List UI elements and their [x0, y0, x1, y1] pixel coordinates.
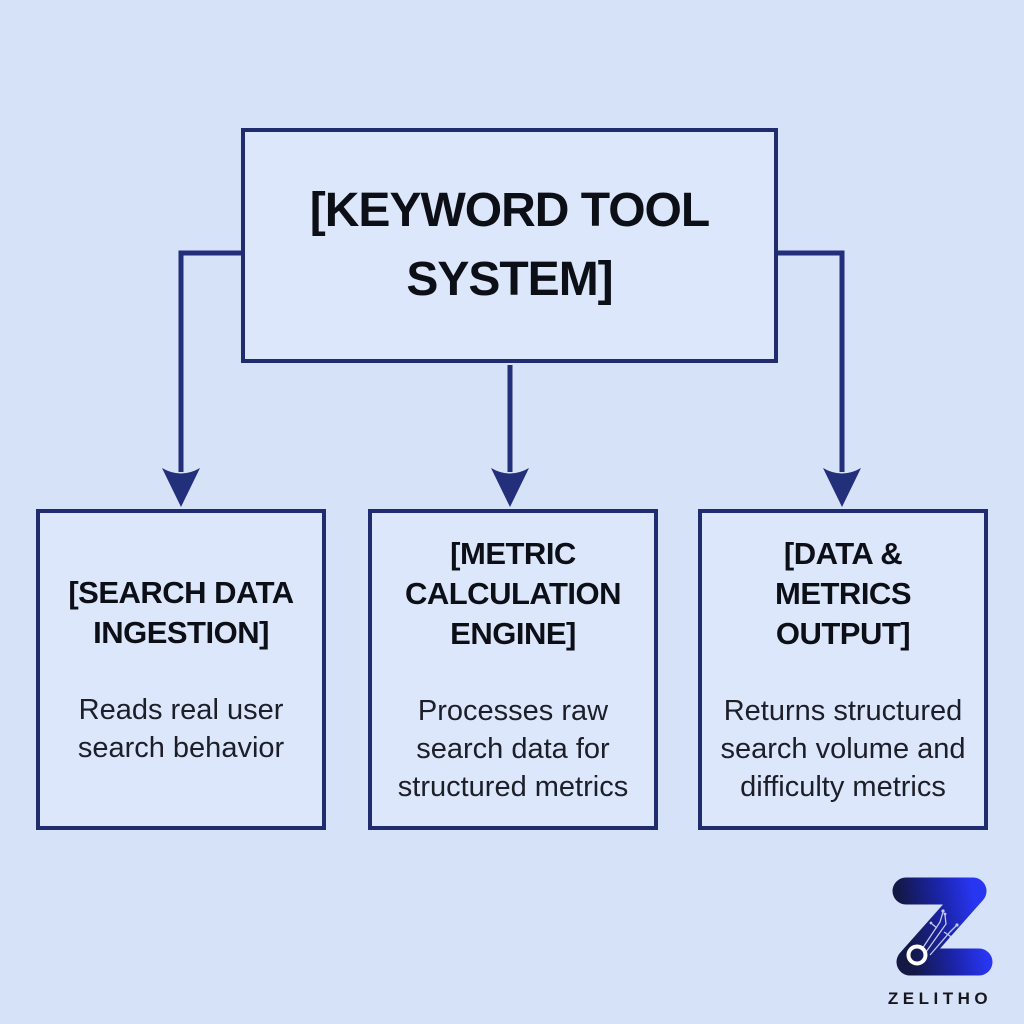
connector-right [775, 250, 845, 472]
connector-left [178, 250, 244, 472]
node-metric-calculation-engine: [METRIC CALCULATION ENGINE] Processes ra… [368, 509, 658, 830]
node-search-data-ingestion: [SEARCH DATA INGESTION] Reads real user … [36, 509, 326, 830]
child-node-description: Returns structured search volume and dif… [720, 694, 966, 803]
brand-block: ZELITHO [878, 866, 1002, 1016]
root-node-title: [KEYWORD TOOL SYSTEM] [309, 184, 710, 306]
node-data-metrics-output: [DATA & METRICS OUTPUT] Returns structur… [698, 509, 988, 830]
arrow-down-icon [162, 468, 200, 507]
child-node-title: [DATA & METRICS OUTPUT] [775, 535, 912, 651]
child-node-title: [METRIC CALCULATION ENGINE] [404, 535, 622, 651]
child-node-description: Reads real user search behavior [77, 693, 285, 764]
brand-wordmark: ZELITHO [887, 989, 993, 1008]
child-node-description: Processes raw search data for structured… [397, 694, 629, 803]
node-keyword-tool-system: [KEYWORD TOOL SYSTEM] [241, 128, 778, 363]
child-node-title: [SEARCH DATA INGESTION] [68, 574, 294, 650]
arrow-down-icon [491, 468, 529, 507]
zelitho-z-circuit-logo-icon [892, 877, 993, 976]
arrow-down-icon [823, 468, 861, 507]
